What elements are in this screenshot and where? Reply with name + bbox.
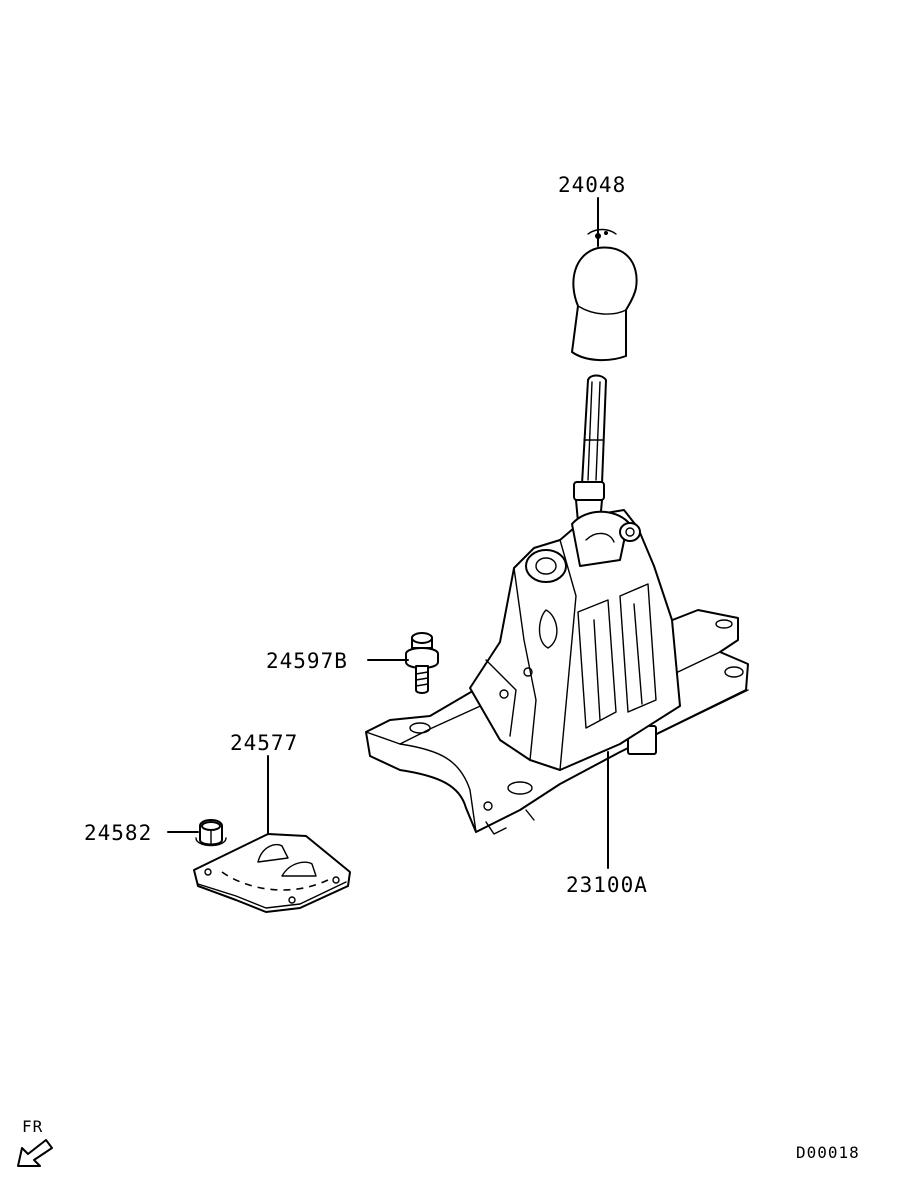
nut-24582[interactable] [195,819,227,847]
front-arrow-icon [17,1139,53,1167]
diagram-code: D00018 [796,1143,860,1162]
part-label-24582: 24582 [84,821,152,845]
shifter-assembly[interactable] [365,509,749,835]
part-label-23100A: 23100A [566,873,648,897]
part-label-24048: 24048 [558,173,626,197]
part-label-24577: 24577 [230,731,298,755]
orientation-label: FR [22,1117,43,1136]
cover-plate[interactable] [193,833,351,913]
bolt-24597B[interactable] [405,632,439,694]
shift-knob[interactable] [571,228,638,362]
part-label-24597B: 24597B [266,649,348,673]
shift-lever-shaft [573,374,607,523]
